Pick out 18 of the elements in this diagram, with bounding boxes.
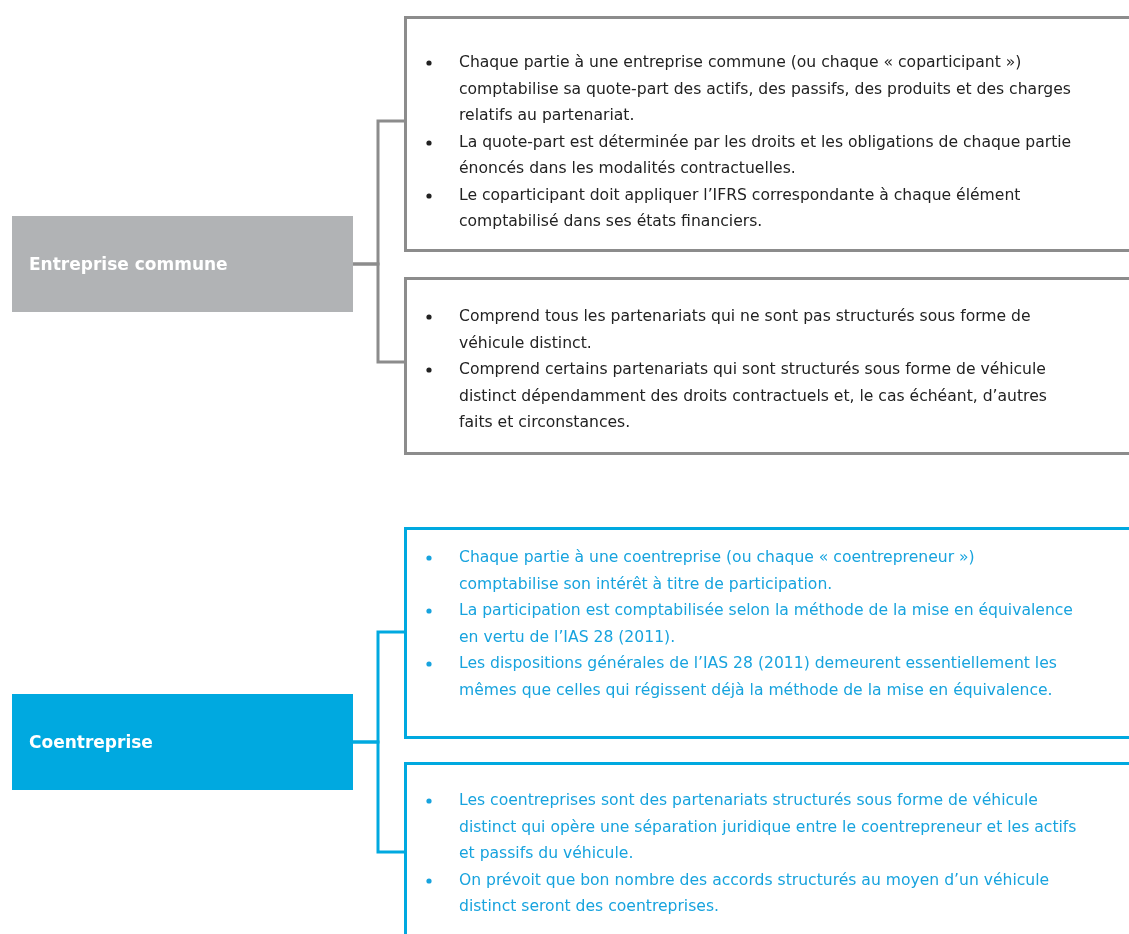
bullet-item: Chaque partie à une coentreprise (ou chaque « coentrepreneur ») comptabilise son intérêt à titre de participation. [459,544,1079,597]
bullet-item: Les dispositions générales de l’IAS 28 (2011) demeurent essentiellement les mêmes que celles qui régissent déjà la méthode de la mise en équivalence. [459,650,1079,703]
bullet-item: Comprend tous les partenariats qui ne sont pas structurés sous forme de véhicule distinct. [459,303,1079,356]
bullet-item: On prévoit que bon nombre des accords structurés au moyen d’un véhicule distinct seront des coentreprises. [459,866,1079,920]
category-box: Coentreprise [12,694,353,790]
description-panel [404,16,1129,252]
connector-line [353,740,404,854]
bullet-item: Comprend certains partenariats qui sont structurés sous forme de véhicule distinct dépendamment des droits contractuels et, le cas échéant, d’autres faits et circonstances. [459,356,1079,436]
bullet-item: Les coentreprises sont des partenariats structurés sous forme de véhicule distinct qui opère une séparation juridique entre le coentrepreneur et les actifs et passifs du véhicule. [459,787,1079,867]
bullet-item: La quote-part est déterminée par les droits et les obligations de chaque partie énoncés dans les modalités contractuelles. [459,128,1079,182]
description-panel [404,762,1129,934]
description-panel [404,527,1129,739]
bullet-item: Chaque partie à une entreprise commune (ou chaque « coparticipant ») comptabilise sa quote-part des actifs, des passifs, des produits et des charges relatifs au partenariat. [459,49,1079,129]
category-box: Entreprise commune [12,216,353,312]
bullet-item: La participation est comptabilisée selon la méthode de la mise en équivalence en vertu de l’IAS 28 (2011). [459,597,1079,650]
connector-line [353,262,404,364]
description-panel [404,277,1129,455]
bullet-item: Le coparticipant doit appliquer l’IFRS correspondante à chaque élément comptabilisé dans ses états financiers. [459,181,1079,235]
